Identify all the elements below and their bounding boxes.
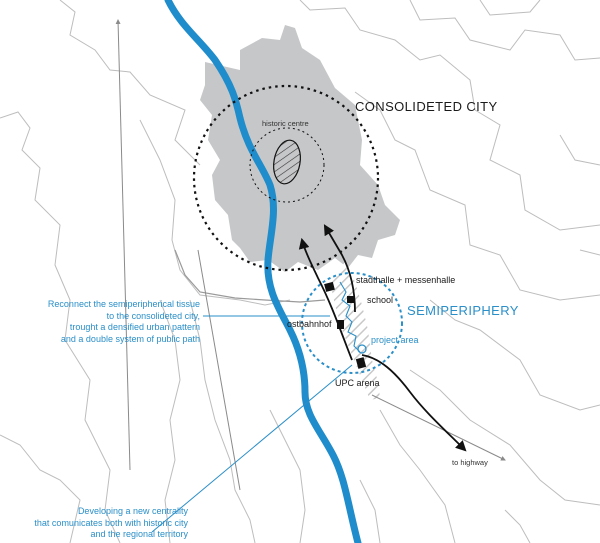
historic-centre-label: historic centre	[262, 119, 309, 128]
district-boundary	[479, 0, 541, 16]
note-line: trought a densified urban pattern	[69, 322, 200, 332]
buildings	[324, 281, 367, 369]
district-boundary	[409, 0, 600, 61]
district-boundary	[0, 111, 121, 543]
inner-path	[339, 281, 361, 353]
district-boundary	[189, 299, 256, 543]
reconnect-note: Reconnect the semiperipherical tissue to…	[48, 299, 200, 345]
district-boundary	[559, 134, 600, 166]
to-highway-label: to highway	[452, 458, 488, 467]
river	[164, 0, 362, 543]
public-paths	[298, 224, 467, 452]
note-line: and the regional territory	[90, 529, 188, 539]
project-area-marker	[357, 344, 367, 354]
leader-lines	[151, 315, 353, 533]
district-boundary	[139, 119, 291, 306]
consolidated-city-area	[200, 25, 400, 272]
road	[174, 249, 326, 303]
upc-arena-building	[355, 357, 367, 369]
consolidated-city-circle	[192, 84, 380, 272]
district-boundary	[59, 0, 201, 166]
district-boundary	[159, 299, 181, 543]
district-boundary	[299, 0, 600, 231]
pointer-line	[371, 394, 506, 461]
note-line: and a double system of public path	[60, 333, 200, 344]
centrality-note: Developing a new centrality that comunic…	[34, 506, 188, 541]
project-area-label: project area	[371, 335, 419, 345]
ostbahnhof-label: ostbahnhof	[287, 319, 332, 329]
path-arrow-north-2	[323, 224, 356, 313]
district-boundary	[0, 434, 81, 543]
stadthalle-label: stadthalle + messenhalle	[356, 275, 456, 285]
district-boundary	[409, 369, 600, 506]
project-strip	[330, 262, 380, 400]
district-boundary	[429, 299, 600, 411]
district-boundary	[269, 409, 306, 543]
district-boundary	[359, 479, 381, 543]
district-boundary	[504, 509, 531, 543]
note-line: to the consolideted city,	[106, 310, 200, 321]
semiperiphery-label: SEMIPERIPHERY	[407, 303, 519, 318]
school-building	[347, 296, 354, 303]
semiperiphery-circle	[301, 272, 403, 374]
historic-centre-core	[273, 139, 301, 185]
district-boundary	[379, 409, 456, 543]
note-line: that comunicates both with historic city	[34, 517, 188, 528]
pointer-line	[115, 19, 131, 471]
pointer-line	[197, 249, 241, 491]
note-line: Developing a new centrality	[77, 506, 188, 516]
pointer-lines	[115, 19, 506, 491]
school-label: school	[367, 295, 394, 305]
district-boundary	[579, 249, 600, 256]
note-line: Reconnect the semiperipherical tissue	[47, 299, 200, 309]
historic-centre-circle	[249, 127, 325, 203]
stadthalle-building	[324, 281, 335, 292]
path-arrow-north	[298, 237, 353, 361]
ostbahnhof-building	[337, 320, 344, 329]
consolidated-city-label: CONSOLIDETED CITY	[355, 99, 498, 114]
district-boundary	[354, 91, 600, 301]
leader-centrality	[151, 364, 353, 533]
upc-arena-label: UPC arena	[335, 378, 380, 388]
path-arrow-highway	[361, 354, 467, 452]
